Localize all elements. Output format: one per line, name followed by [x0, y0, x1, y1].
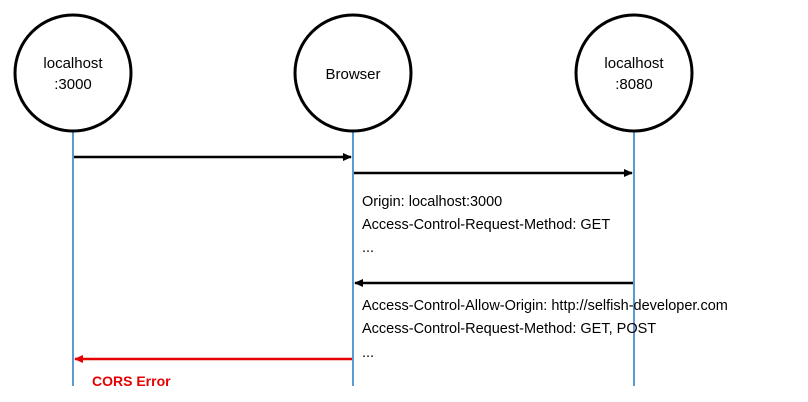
- participant-server-label-line2: :8080: [615, 76, 653, 93]
- participant-client-label-line1: localhost: [43, 55, 103, 72]
- participant-server: localhost :8080: [574, 13, 694, 133]
- preflight-response-headers: Access-Control-Allow-Origin: http://self…: [362, 298, 728, 361]
- participant-client-label-line2: :3000: [54, 76, 92, 93]
- cors-error-label: CORS Error: [92, 373, 171, 389]
- preflight-request-line-method: Access-Control-Request-Method: GET: [362, 217, 610, 233]
- participant-browser-circle: [293, 13, 413, 133]
- preflight-request-headers: Origin: localhost:3000 Access-Control-Re…: [362, 194, 610, 256]
- preflight-response-line-ellipsis: ...: [362, 345, 374, 361]
- participant-client-circle: [13, 13, 133, 133]
- participant-browser-label: Browser: [325, 66, 380, 83]
- preflight-request-line-origin: Origin: localhost:3000: [362, 194, 502, 210]
- participant-server-circle: [574, 13, 694, 133]
- preflight-request-line-ellipsis: ...: [362, 240, 374, 256]
- participant-browser: Browser: [293, 13, 413, 133]
- participant-server-label-line1: localhost: [604, 55, 664, 72]
- preflight-response-line-methods: Access-Control-Request-Method: GET, POST: [362, 321, 656, 337]
- preflight-response-line-allow-origin: Access-Control-Allow-Origin: http://self…: [362, 298, 728, 314]
- participant-client: localhost :3000: [13, 13, 133, 133]
